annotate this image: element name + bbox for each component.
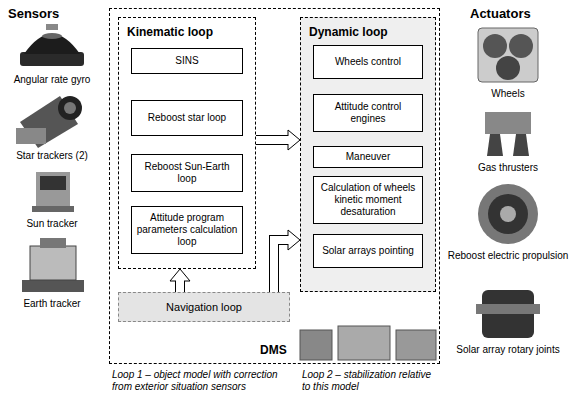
box-text: Attitude control engines (318, 101, 418, 125)
loop-note: Loop 2 – stabilization relative to this … (302, 369, 440, 393)
sun-tracker-base (32, 206, 74, 212)
earth-tracker-picture (22, 238, 84, 292)
thruster-nozzle (487, 134, 503, 156)
region-title: Dynamic loop (309, 25, 388, 39)
electric-propulsion-picture (478, 184, 538, 244)
box-text: Calculation of wheels kinetic moment des… (318, 182, 418, 218)
wheels-frame (478, 28, 538, 82)
sensor-caption: Sun tracker (2, 218, 102, 230)
sun-tracker-picture (32, 172, 74, 212)
box-text: Maneuver (346, 151, 390, 163)
process-box: Reboost star loop (131, 100, 243, 136)
star-tracker-glass (64, 102, 76, 114)
arrow-fill (274, 240, 290, 292)
column-heading: Sensors (8, 6, 103, 21)
dms-photos (300, 326, 436, 360)
box-text: Wheels control (335, 56, 401, 68)
actuator-caption: Reboost electric propulsion (445, 250, 571, 262)
box-text: Solar arrays pointing (322, 245, 414, 257)
hollow-arrow (170, 269, 190, 292)
earth-tracker-body (30, 246, 76, 280)
star-tracker-lens (58, 96, 82, 120)
process-box: Attitude program parameters calculation … (131, 206, 243, 254)
process-box: Wheels control (313, 45, 423, 79)
gyro-dome (24, 34, 80, 54)
column-heading: Actuators (470, 6, 565, 21)
sensor-caption: Star trackers (2) (2, 150, 102, 162)
wheel-disc (496, 56, 520, 80)
gyro-base (20, 52, 84, 66)
dms-unit-photo (338, 326, 390, 360)
gyro-picture (20, 24, 84, 66)
thruster-block (485, 112, 531, 134)
wheel-disc (509, 34, 533, 58)
star-tracker-mount (16, 128, 46, 144)
star-tracker-picture (16, 96, 82, 148)
gyro-connector (46, 24, 58, 30)
loop-region: SINS Reboost star loopReboost Sun-Earth l… (118, 17, 256, 269)
hollow-arrow (274, 230, 300, 292)
region-title: Kinematic loop (127, 25, 213, 39)
process-box: Reboost Sun-Earth loop (131, 154, 243, 192)
gyro-highlight (42, 33, 62, 39)
arrow-head (170, 269, 190, 281)
process-box: Calculation of wheels kinetic moment des… (313, 176, 423, 224)
region-title: DMS (260, 343, 287, 357)
actuator-caption: Wheels (445, 88, 571, 100)
sensor-caption: Earth tracker (2, 298, 102, 310)
loop-region: Wheels controlAttitude control enginesMa… (300, 17, 436, 292)
box-text: Attitude program parameters calculation … (136, 212, 238, 248)
wheel-disc (483, 34, 507, 58)
box-text: Reboost star loop (148, 112, 226, 124)
box-text: Reboost Sun-Earth loop (136, 161, 238, 185)
dms-unit-photo (396, 330, 436, 360)
actuator-caption: Gas thrusters (445, 162, 571, 174)
sensor-caption: Angular rate gyro (2, 74, 102, 86)
box-text: SINS (175, 55, 198, 67)
process-box: Maneuver (313, 146, 423, 168)
propulsion-core (500, 206, 516, 222)
process-box: Solar arrays pointing (313, 234, 423, 268)
rotary-joint-picture (476, 290, 540, 338)
thruster-nozzle (513, 134, 529, 156)
dms-region: SINS Reboost star loopReboost Sun-Earth l… (109, 8, 440, 364)
propulsion-chamber (488, 194, 528, 234)
process-box: SINS (131, 48, 243, 74)
sun-tracker-body (36, 172, 70, 208)
gas-thrusters-picture (485, 112, 531, 156)
arrow-head (288, 230, 300, 250)
arrow-fill (256, 136, 290, 144)
dms-unit-photo (300, 330, 332, 360)
box-text: Navigation loop (166, 301, 242, 314)
loop-note: Loop 1 – object model with correction fr… (112, 369, 298, 393)
earth-tracker-head (40, 238, 66, 248)
actuator-caption: Solar array rotary joints (445, 344, 571, 356)
rotary-joint-flange (476, 304, 540, 314)
propulsion-ring (478, 184, 538, 244)
sun-tracker-window (40, 176, 66, 190)
arrow-head (288, 130, 300, 150)
process-box: Attitude control engines (313, 94, 423, 132)
wheels-picture (478, 28, 538, 82)
arrow-fill (176, 280, 184, 293)
loop-box: Navigation loop (118, 292, 290, 322)
hollow-arrow (256, 130, 300, 150)
earth-tracker-plate (22, 280, 84, 292)
